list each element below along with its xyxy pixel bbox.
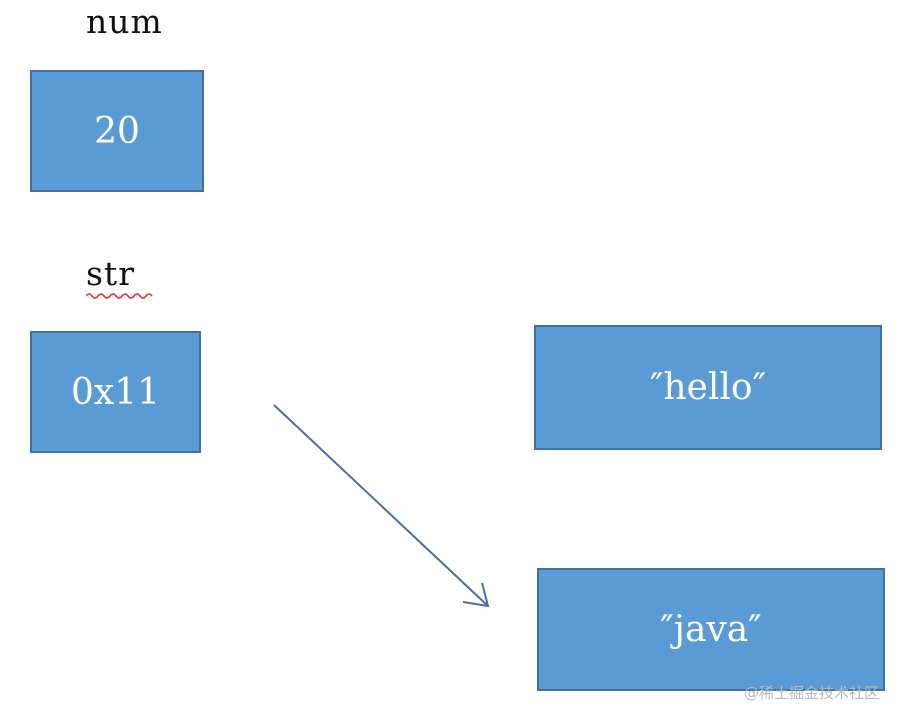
hello-object-box: ″hello″ xyxy=(534,325,882,450)
reference-arrow-head xyxy=(462,582,490,608)
str-reference-box: 0x11 xyxy=(30,331,201,453)
watermark: @稀土掘金技术社区 xyxy=(743,684,879,702)
java-object-box: ″java″ xyxy=(537,568,885,691)
reference-arrow-line xyxy=(273,404,489,607)
num-value-box: 20 xyxy=(30,70,204,192)
num-value-text: 20 xyxy=(94,110,140,152)
hello-object-text: ″hello″ xyxy=(649,367,767,408)
spellcheck-underline xyxy=(86,293,153,299)
java-object-text: ″java″ xyxy=(660,609,762,650)
num-variable-label: num xyxy=(86,2,163,41)
str-reference-text: 0x11 xyxy=(70,371,160,413)
str-variable-label: str xyxy=(86,254,135,293)
